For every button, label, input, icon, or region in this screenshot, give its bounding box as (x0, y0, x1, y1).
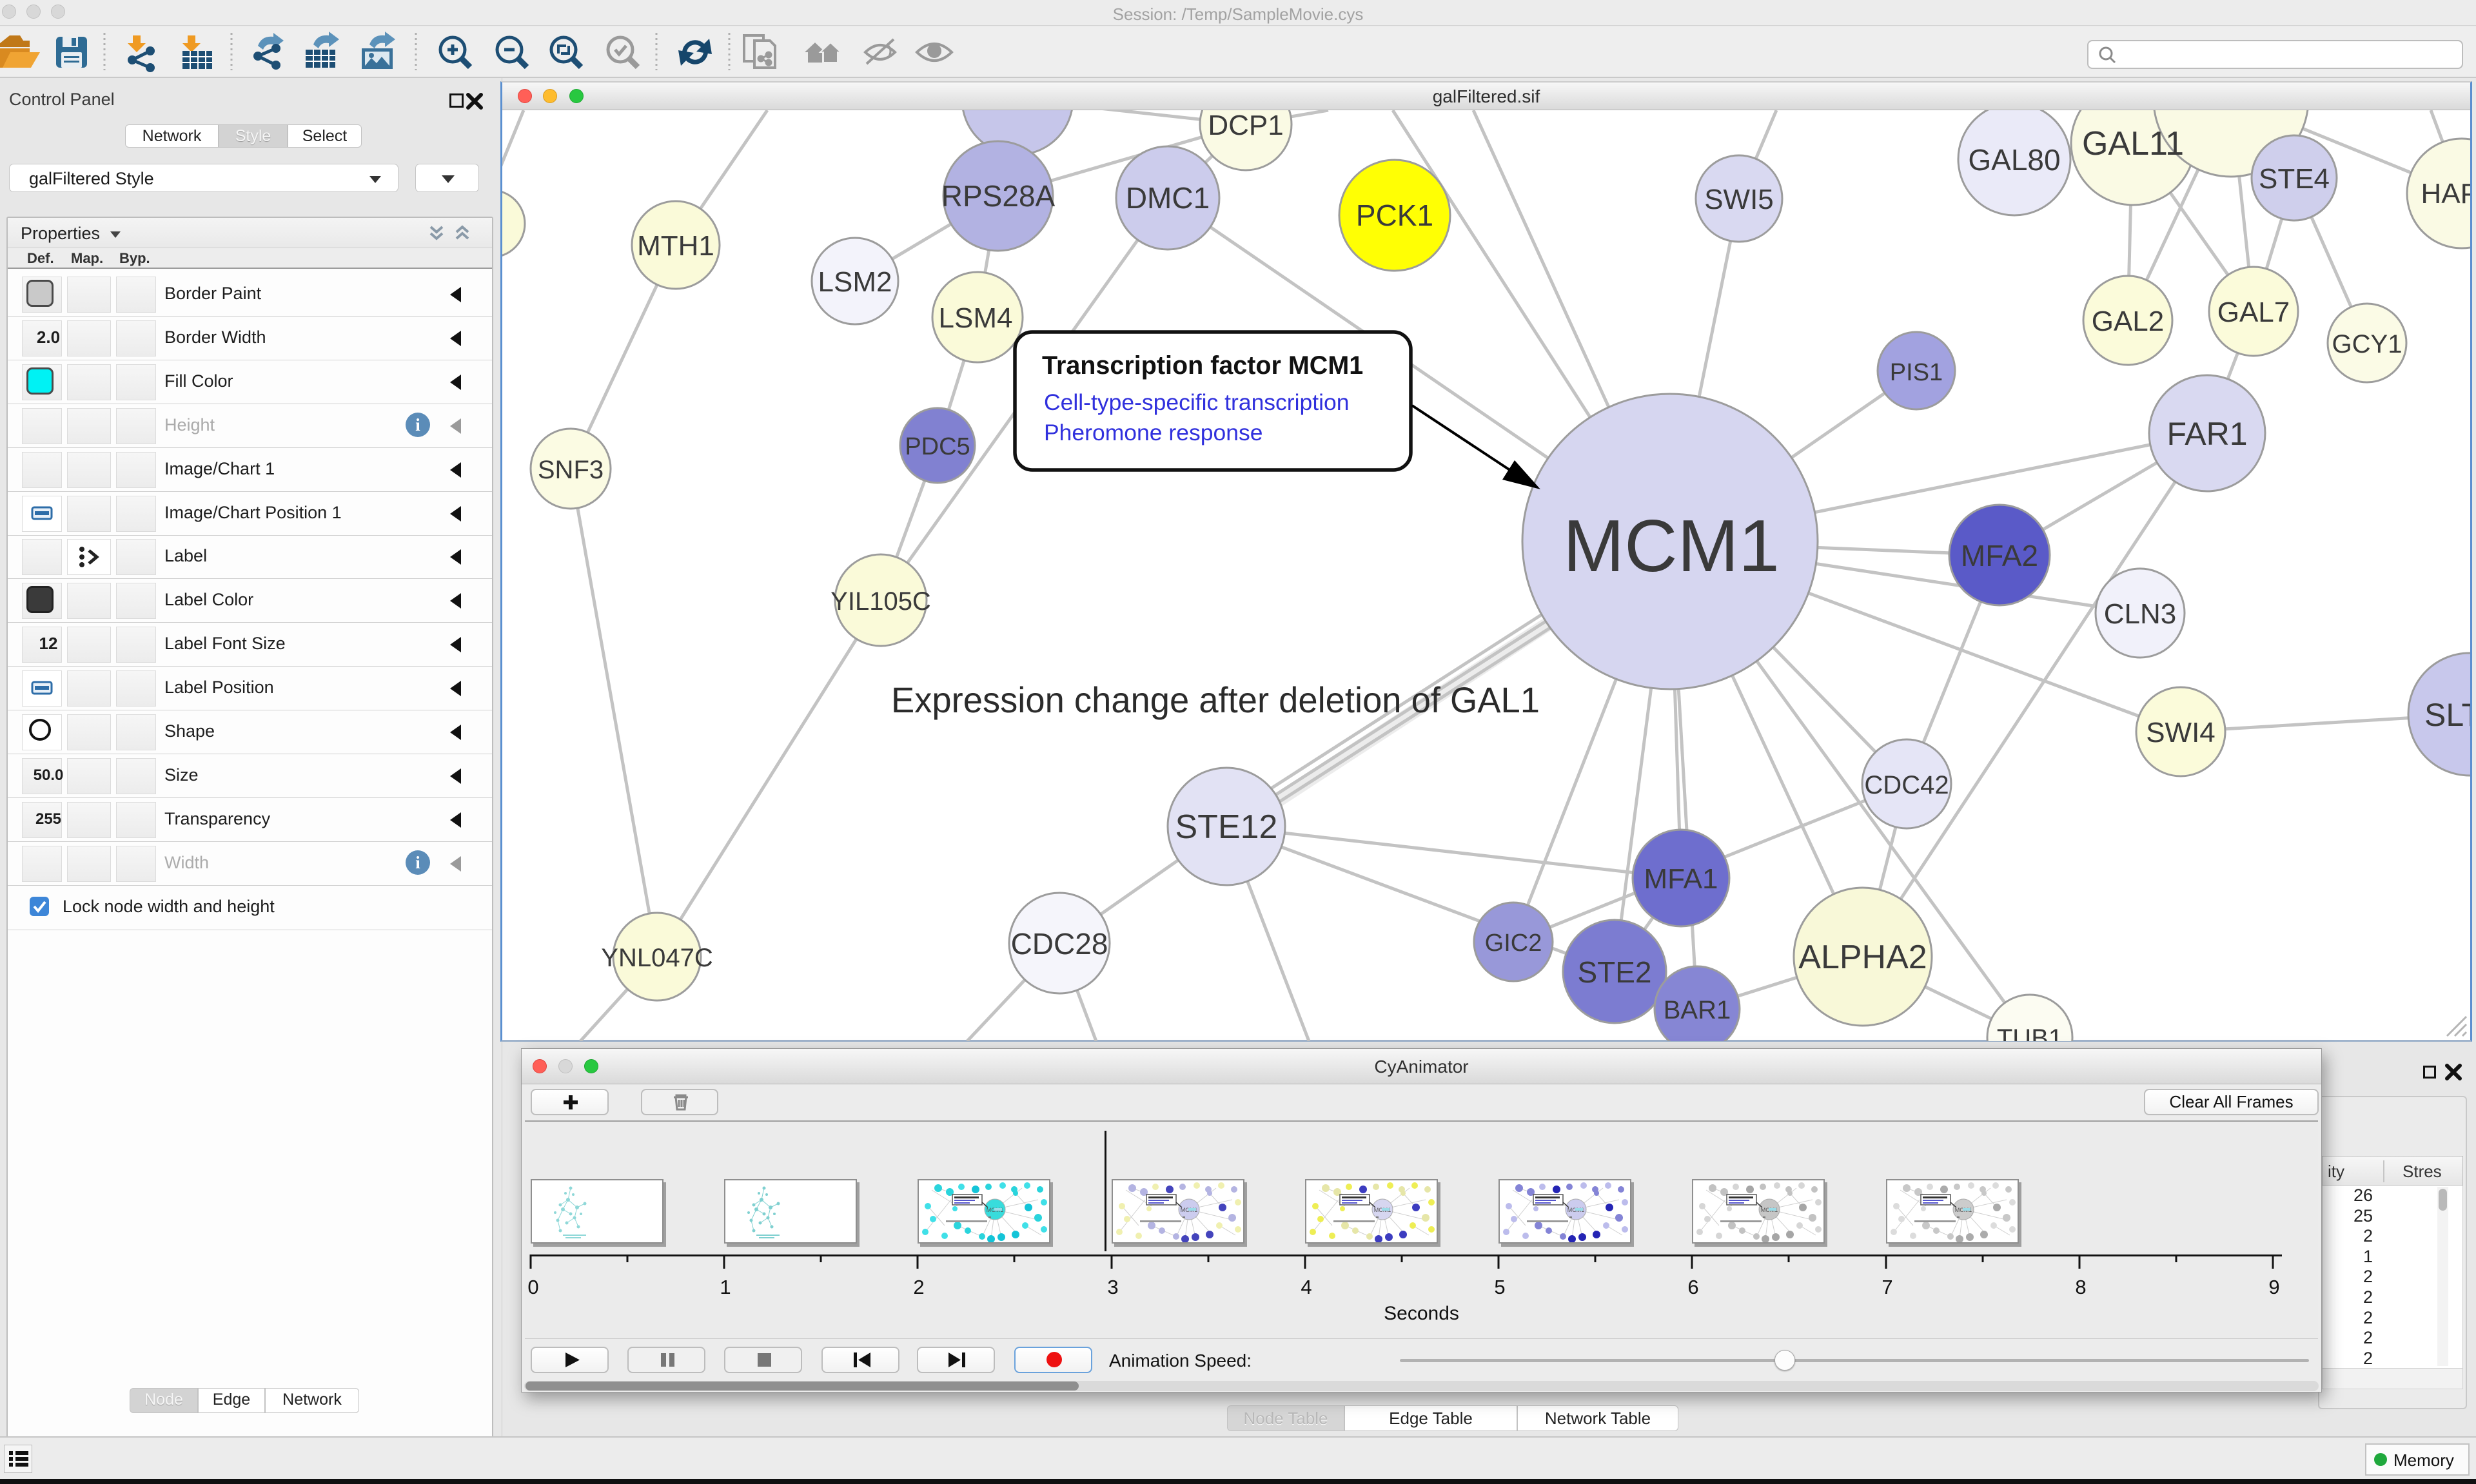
svg-text:BAR1: BAR1 (1664, 996, 1731, 1024)
svg-text:GCY1: GCY1 (2332, 330, 2402, 358)
svg-text:HAP2: HAP2 (2421, 178, 2470, 210)
svg-text:Expression change after deleti: Expression change after deletion of GAL1 (891, 679, 1540, 720)
svg-text:PIS1: PIS1 (1890, 359, 1943, 386)
svg-text:SLT: SLT (2424, 697, 2470, 733)
svg-text:CLN3: CLN3 (2104, 598, 2177, 630)
svg-text:MFA1: MFA1 (1644, 863, 1718, 895)
svg-text:LSM2: LSM2 (818, 266, 892, 298)
svg-text:SNF3: SNF3 (538, 456, 604, 484)
svg-text:GAL11: GAL11 (2082, 125, 2184, 162)
svg-text:CDC42: CDC42 (1864, 771, 1949, 799)
svg-text:STE2: STE2 (1577, 955, 1651, 989)
svg-text:PDC5: PDC5 (905, 433, 970, 460)
svg-text:RPS28A: RPS28A (941, 179, 1056, 213)
svg-text:STE4: STE4 (2259, 163, 2330, 195)
svg-text:FAR1: FAR1 (2166, 416, 2247, 452)
svg-text:GAL80: GAL80 (1968, 143, 2060, 177)
svg-text:Cell-type-specific transcripti: Cell-type-specific transcription (1044, 389, 1350, 415)
svg-text:DMC1: DMC1 (1126, 181, 1210, 215)
svg-text:GIC2: GIC2 (1485, 930, 1542, 957)
svg-text:DCP1: DCP1 (1208, 110, 1283, 141)
svg-text:STE12: STE12 (1175, 808, 1278, 846)
svg-text:SWI5: SWI5 (1704, 184, 1774, 215)
svg-text:GAL2: GAL2 (2092, 306, 2165, 337)
svg-text:MCM1: MCM1 (1563, 505, 1780, 587)
svg-text:YIL105C: YIL105C (830, 587, 931, 616)
svg-text:Transcription factor MCM1: Transcription factor MCM1 (1042, 351, 1363, 380)
svg-text:MFA2: MFA2 (1961, 539, 2038, 572)
svg-text:TUB1: TUB1 (1997, 1024, 2063, 1041)
svg-text:ALPHA2: ALPHA2 (1798, 939, 1927, 976)
svg-text:LSM4: LSM4 (939, 302, 1013, 334)
svg-text:SWI4: SWI4 (2146, 717, 2216, 748)
svg-text:MTH1: MTH1 (637, 230, 714, 262)
svg-text:CDC28: CDC28 (1011, 927, 1108, 961)
svg-text:Pheromone response: Pheromone response (1044, 420, 1263, 445)
svg-text:YNL047C: YNL047C (601, 944, 712, 972)
svg-text:PCK1: PCK1 (1356, 199, 1433, 232)
svg-text:GAL7: GAL7 (2217, 297, 2290, 328)
